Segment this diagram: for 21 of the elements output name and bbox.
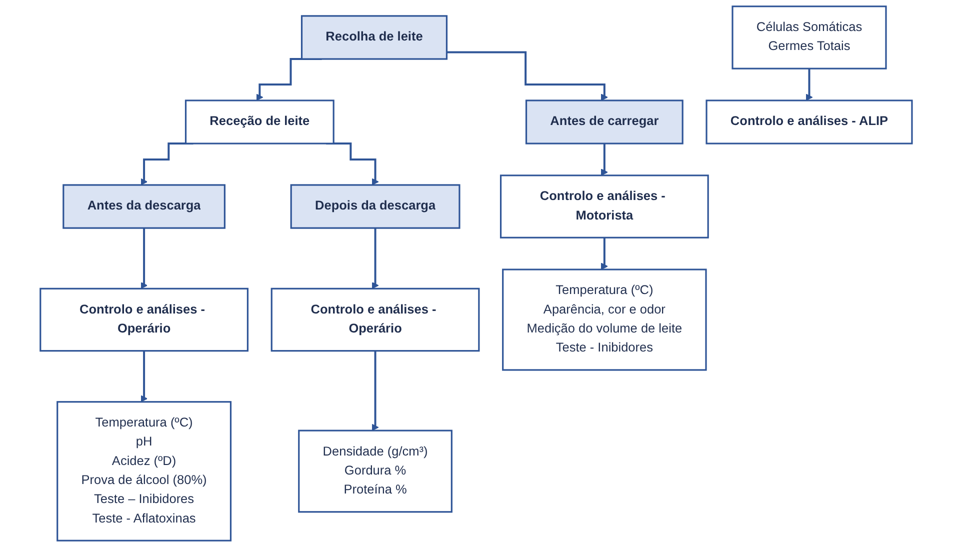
node-box: Antes de carregar	[526, 100, 684, 144]
node-box: Controlo e análises - Operário	[40, 288, 249, 352]
node-box: Receção de leite	[185, 100, 335, 144]
node-box: Antes da descarga	[62, 184, 226, 229]
arrow	[372, 350, 380, 431]
node-box: Controlo e análises - ALIP	[706, 100, 914, 144]
arrow	[447, 51, 608, 101]
node-box: Depois da descarga	[290, 184, 461, 229]
node-box: Temperatura (ºC) pH Acidez (ºD) Prova de álcool (80%) Teste – Inibidores Teste - Aflatoxinas	[56, 401, 232, 542]
arrow	[140, 350, 148, 402]
node-box: Recolha de leite	[301, 15, 448, 60]
arrow	[140, 227, 148, 289]
arrow	[601, 142, 608, 176]
node-box: Controlo e análises - Motorista	[500, 174, 710, 238]
node-box: Controlo e análises - Operário	[271, 288, 480, 352]
arrow	[806, 68, 814, 101]
node-box: Densidade (g/cm³) Gordura % Proteína %	[298, 430, 453, 513]
arrow	[372, 227, 380, 289]
node-box: Células Somáticas Germes Totais	[732, 6, 888, 70]
node-box: Temperatura (ºC) Aparência, cor e odor Medição do volume de leite Teste - Inibidores	[502, 268, 708, 371]
arrow	[601, 236, 608, 270]
